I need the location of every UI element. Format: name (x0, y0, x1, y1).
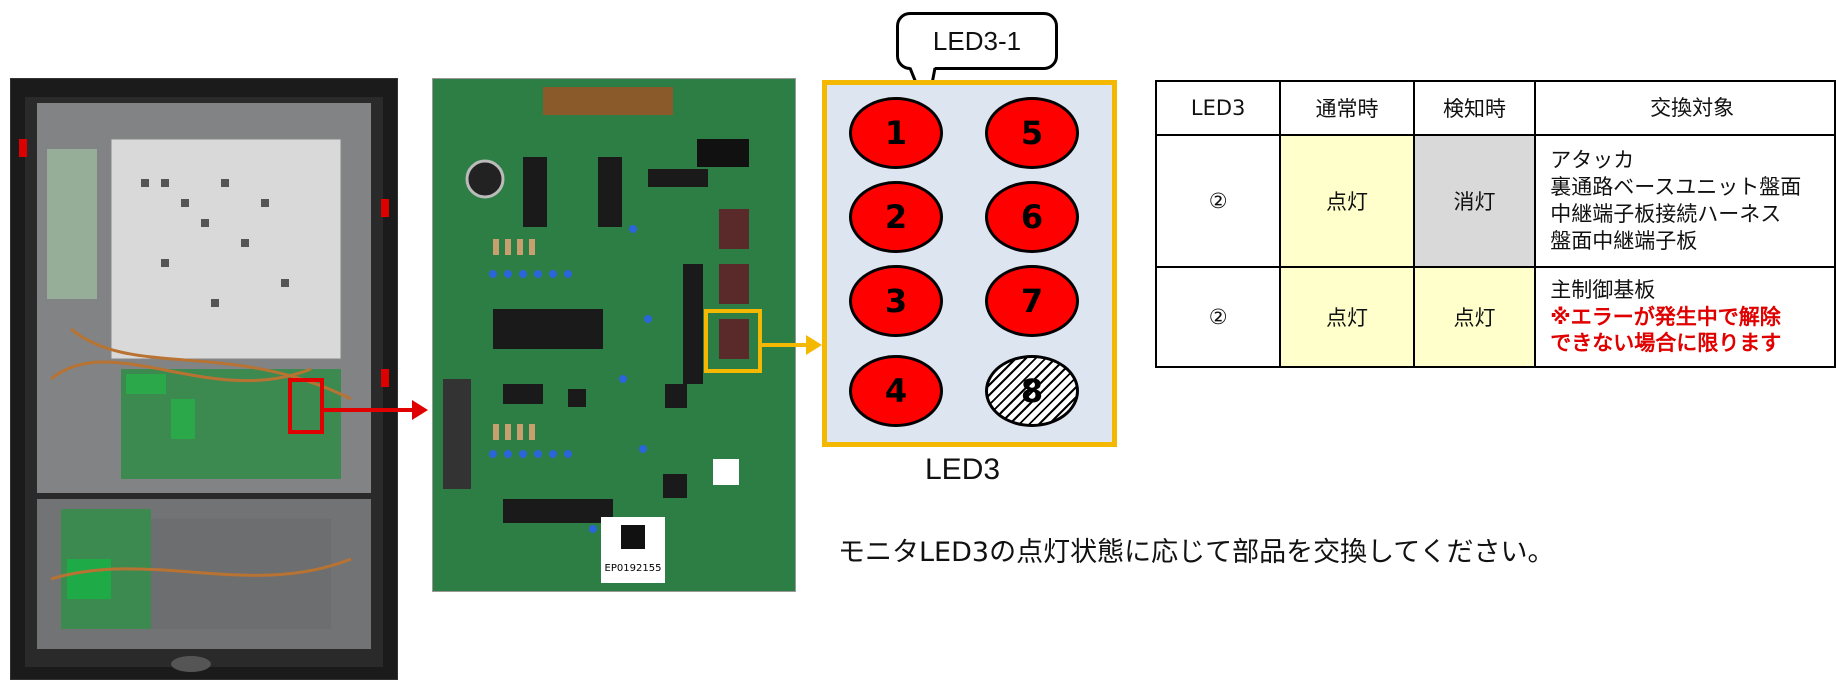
warning-text: できない場合に限ります (1550, 331, 1782, 356)
instruction-text: モニタLED3の点灯状態に応じて部品を交換してください。 (838, 537, 1555, 568)
led-8: 8 (985, 355, 1079, 427)
led-1: 1 (849, 97, 943, 169)
header-led3: LED3 (1154, 80, 1282, 136)
table-header-row: LED3 通常時 検知時 交換対象 (1154, 80, 1836, 136)
header-detect: 検知時 (1412, 80, 1537, 136)
target-item: 主制御基板 (1550, 277, 1656, 302)
circuit-board-illustration: EP0192155 (433, 79, 795, 591)
led-panel: 1 2 3 4 5 6 7 8 (822, 80, 1117, 447)
callout-label: LED3-1 (932, 25, 1022, 56)
led-4: 4 (849, 355, 943, 427)
led-5: 5 (985, 97, 1079, 169)
led-7: 7 (985, 265, 1079, 337)
red-arrow-icon (320, 400, 428, 420)
led-3: 3 (849, 265, 943, 337)
led-panel-caption: LED3 (925, 453, 1001, 486)
led-6: 6 (985, 181, 1079, 253)
circuit-board-photo: EP0192155 (432, 78, 796, 592)
led-2: 2 (849, 181, 943, 253)
machine-illustration (19, 97, 389, 672)
target-item: 盤面中継端子板 (1550, 228, 1698, 253)
cell-normal: 点灯 (1279, 134, 1415, 268)
red-marker-box (288, 378, 324, 434)
table-row: ② 点灯 点灯 主制御基板 ※エラーが発生中で解除 できない場合に限ります (1154, 266, 1836, 368)
cell-normal: 点灯 (1279, 266, 1415, 368)
cell-detect: 点灯 (1412, 266, 1537, 368)
yellow-arrow-icon (758, 335, 822, 355)
table-row: ② 点灯 消灯 アタッカ 裏通路ベースユニット盤面 中継端子板接続ハーネス 盤面… (1154, 134, 1836, 268)
target-item: アタッカ (1550, 148, 1635, 173)
header-target: 交換対象 (1534, 80, 1836, 136)
yellow-marker-box (704, 309, 762, 373)
replacement-table: LED3 通常時 検知時 交換対象 ② 点灯 消灯 アタッカ 裏通路ベースユニッ… (1154, 80, 1836, 368)
led-callout-bubble: LED3-1 (896, 12, 1058, 70)
machine-back-photo (10, 78, 398, 680)
cell-detect: 消灯 (1412, 134, 1537, 268)
cell-target: 主制御基板 ※エラーが発生中で解除 できない場合に限ります (1534, 266, 1836, 368)
cell-led: ② (1154, 134, 1282, 268)
target-item: 裏通路ベースユニット盤面 (1550, 175, 1802, 200)
barcode-label: EP0192155 (605, 563, 662, 574)
cell-led: ② (1154, 266, 1282, 368)
cell-target: アタッカ 裏通路ベースユニット盤面 中継端子板接続ハーネス 盤面中継端子板 (1534, 134, 1836, 268)
target-item: 中継端子板接続ハーネス (1550, 202, 1782, 226)
header-normal: 通常時 (1279, 80, 1415, 136)
warning-text: ※エラーが発生中で解除 (1550, 304, 1781, 329)
